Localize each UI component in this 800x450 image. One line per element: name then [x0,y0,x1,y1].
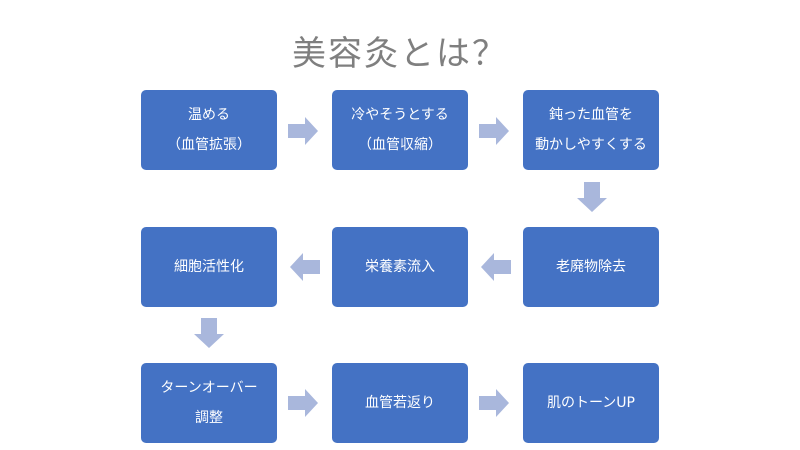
step-label: 冷やそうとする [351,107,449,123]
step-label: 鈍った血管を [549,107,633,123]
step-label: 老廃物除去 [556,259,626,275]
step-box-waste: 老廃物除去 [523,227,659,307]
step-label: 肌のトーンUP [547,395,635,411]
arrow-down-icon [577,182,607,212]
arrow-down-icon [194,318,224,348]
arrow-left-icon [481,253,511,281]
step-label: （血管拡張） [167,137,251,153]
step-box-warm: 温める （血管拡張） [141,90,277,170]
step-box-tone: 肌のトーンUP [523,363,659,443]
arrow-right-icon [288,117,318,145]
step-box-nutrient: 栄養素流入 [332,227,468,307]
step-box-rejuvenate: 血管若返り [332,363,468,443]
step-label: 動かしやすくする [535,137,647,153]
step-box-cool: 冷やそうとする （血管収縮） [332,90,468,170]
arrow-left-icon [290,253,320,281]
arrow-right-icon [479,389,509,417]
step-label: 温める [188,107,230,123]
arrow-right-icon [479,117,509,145]
step-label: 血管若返り [365,395,435,411]
step-box-cell: 細胞活性化 [141,227,277,307]
step-label: 栄養素流入 [365,259,435,275]
step-box-vessel: 鈍った血管を 動かしやすくする [523,90,659,170]
step-label: ターンオーバー [160,380,258,396]
step-label: （血管収縮） [358,137,442,153]
arrow-right-icon [288,389,318,417]
step-box-turnover: ターンオーバー 調整 [141,363,277,443]
page-title: 美容灸とは？ [292,34,508,74]
step-label: 調整 [195,410,223,426]
step-label: 細胞活性化 [174,259,244,275]
